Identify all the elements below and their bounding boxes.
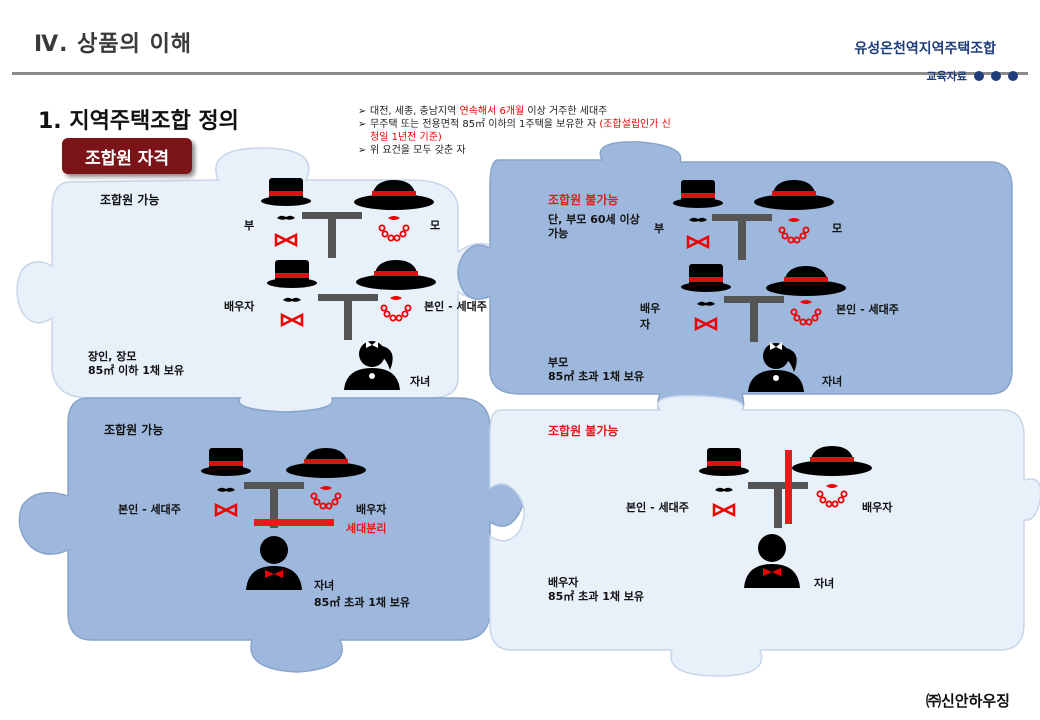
br-title: 조합원 불가능 [548, 424, 619, 438]
puzzle-piece-top-left [16, 147, 511, 433]
dot-icon [1008, 71, 1018, 81]
arrow-icon: ➢ [358, 119, 367, 130]
tl-father-label: 부 [244, 219, 255, 232]
header-divider [12, 72, 1028, 75]
footer-company: ㈜신안하우징 [925, 692, 1010, 710]
tr-note-1: 부모 [548, 356, 569, 369]
br-spouse-label: 배우자 [862, 501, 893, 514]
dot-icon [974, 71, 984, 81]
tr-child-label: 자녀 [822, 375, 843, 388]
tl-mother-label: 모 [430, 219, 441, 232]
requirement-item: ➢ 무주택 또는 전용면적 85㎡ 이하의 1주택을 보유한 자 (조합설립인가… [358, 119, 671, 143]
member-qualification-badge: 조합원 자격 [62, 138, 192, 174]
bl-separation-bar [254, 519, 334, 526]
requirement-item: ➢ 대전, 세종, 충남지역 연속해서 6개월 이상 거주한 세대주 [358, 106, 608, 117]
tl-spouse-label: 배우자 [224, 300, 255, 313]
tr-spouse-label-2: 자 [640, 318, 651, 331]
tr-self-label: 본인 - 세대주 [836, 303, 899, 316]
dot-icon [991, 71, 1001, 81]
bl-note: 85㎡ 초과 1채 보유 [314, 596, 411, 609]
requirement-item: ➢ 위 요건을 모두 갖춘 자 [358, 145, 466, 156]
tl-child-label: 자녀 [410, 375, 431, 388]
tl-title: 조합원 가능 [100, 193, 160, 207]
arrow-icon: ➢ [358, 106, 367, 117]
edu-label: 교육자료 [927, 68, 1018, 84]
org-name: 유성온천역지역주택조합 [854, 41, 996, 57]
section-title: Ⅳ. 상품의 이해 [34, 32, 193, 57]
tr-title: 조합원 불가능 [548, 193, 619, 207]
tl-self-label: 본인 - 세대주 [424, 300, 487, 313]
tr-spouse-label-1: 배우 [640, 302, 661, 315]
bl-child-label: 자녀 [314, 579, 335, 592]
bl-self-label: 본인 - 세대주 [118, 503, 181, 516]
arrow-icon: ➢ [358, 145, 367, 156]
puzzle-piece-bottom-left [18, 397, 524, 673]
edu-label-text: 교육자료 [926, 70, 967, 83]
tr-sub-1: 단, 부모 60세 이상 [548, 213, 640, 226]
br-note-1: 배우자 [548, 576, 579, 589]
bl-spouse-label: 배우자 [356, 503, 387, 516]
br-note-2: 85㎡ 초과 1채 보유 [548, 590, 645, 603]
tr-sub-2: 가능 [548, 227, 569, 240]
tr-note-2: 85㎡ 초과 1채 보유 [548, 370, 645, 383]
page-heading: 1. 지역주택조합 정의 [38, 109, 239, 134]
tl-note-2: 85㎡ 이하 1채 보유 [88, 364, 185, 377]
tr-mother-label: 모 [832, 222, 843, 235]
tr-father-label: 부 [654, 222, 665, 235]
bl-separation-label: 세대분리 [346, 522, 387, 535]
tl-note-1: 장인, 장모 [88, 350, 137, 363]
requirements-list: ➢ 대전, 세종, 충남지역 연속해서 6개월 이상 거주한 세대주 ➢ 무주택… [358, 105, 678, 157]
puzzle-piece-top-right [457, 141, 1013, 427]
bl-title: 조합원 가능 [104, 423, 164, 437]
br-block-bar [785, 450, 792, 524]
br-child-label: 자녀 [814, 577, 835, 590]
br-self-label: 본인 - 세대주 [626, 501, 689, 514]
